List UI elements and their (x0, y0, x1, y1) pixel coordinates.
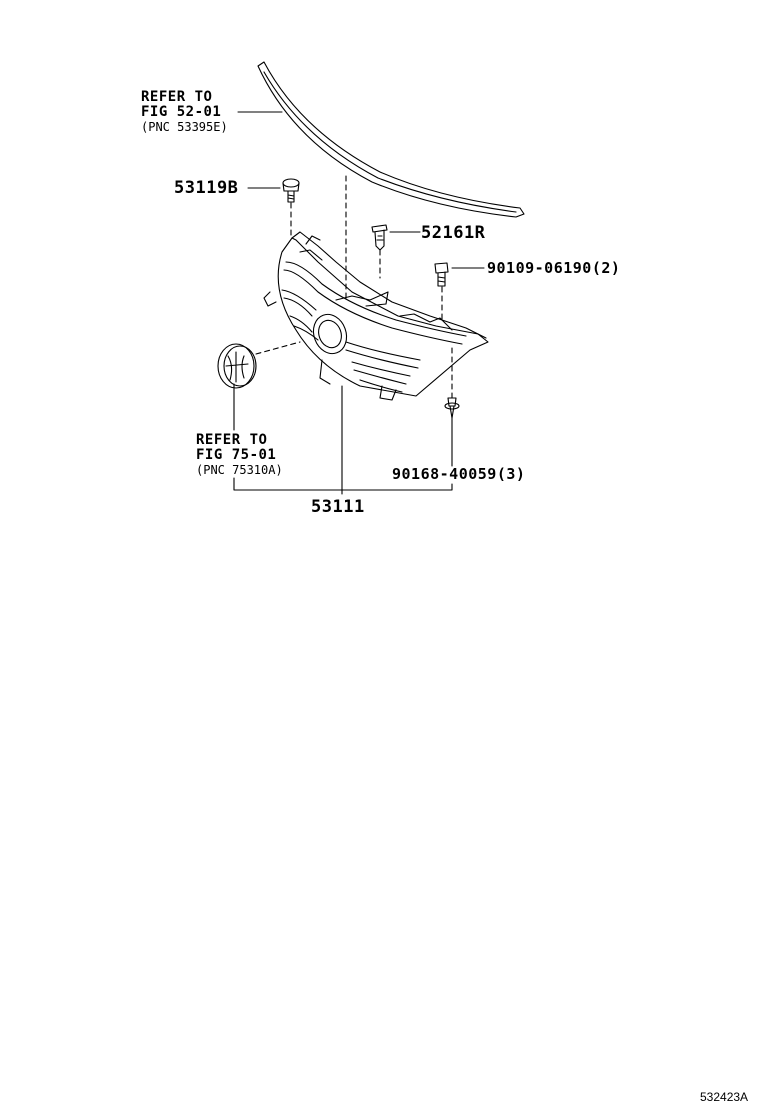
leader-lines (233, 111, 485, 495)
screw-90168 (444, 397, 460, 419)
part-number-53119b: 53119B (174, 178, 239, 198)
part-number-90109: 90109-06190(2) (487, 259, 621, 277)
assembly-lines (255, 175, 453, 399)
top-molding-strip (257, 61, 525, 218)
emblem-reference: REFER TO FIG 75-01 (PNC 75310A) (196, 433, 283, 476)
ref-line2: FIG 52-01 (141, 104, 222, 120)
ref-pnc: (PNC 53395E) (141, 120, 228, 134)
figure-id: 532423A (700, 1090, 749, 1104)
ref-line1: REFER TO (196, 432, 268, 448)
part-number-53111: 53111 (311, 497, 365, 517)
ref-line1: REFER TO (141, 89, 213, 105)
screw-53119b (282, 178, 300, 203)
bolt-90109 (434, 262, 449, 287)
radiator-grille (263, 231, 489, 401)
ref-line2: FIG 75-01 (196, 447, 277, 463)
ref-pnc: (PNC 75310A) (196, 463, 283, 477)
front-emblem (217, 343, 257, 389)
part-number-90168: 90168-40059(3) (392, 465, 526, 483)
part-number-52161r: 52161R (421, 223, 486, 243)
top-molding-reference: REFER TO FIG 52-01 (PNC 53395E) (141, 90, 228, 133)
clip-52161r (371, 224, 388, 251)
